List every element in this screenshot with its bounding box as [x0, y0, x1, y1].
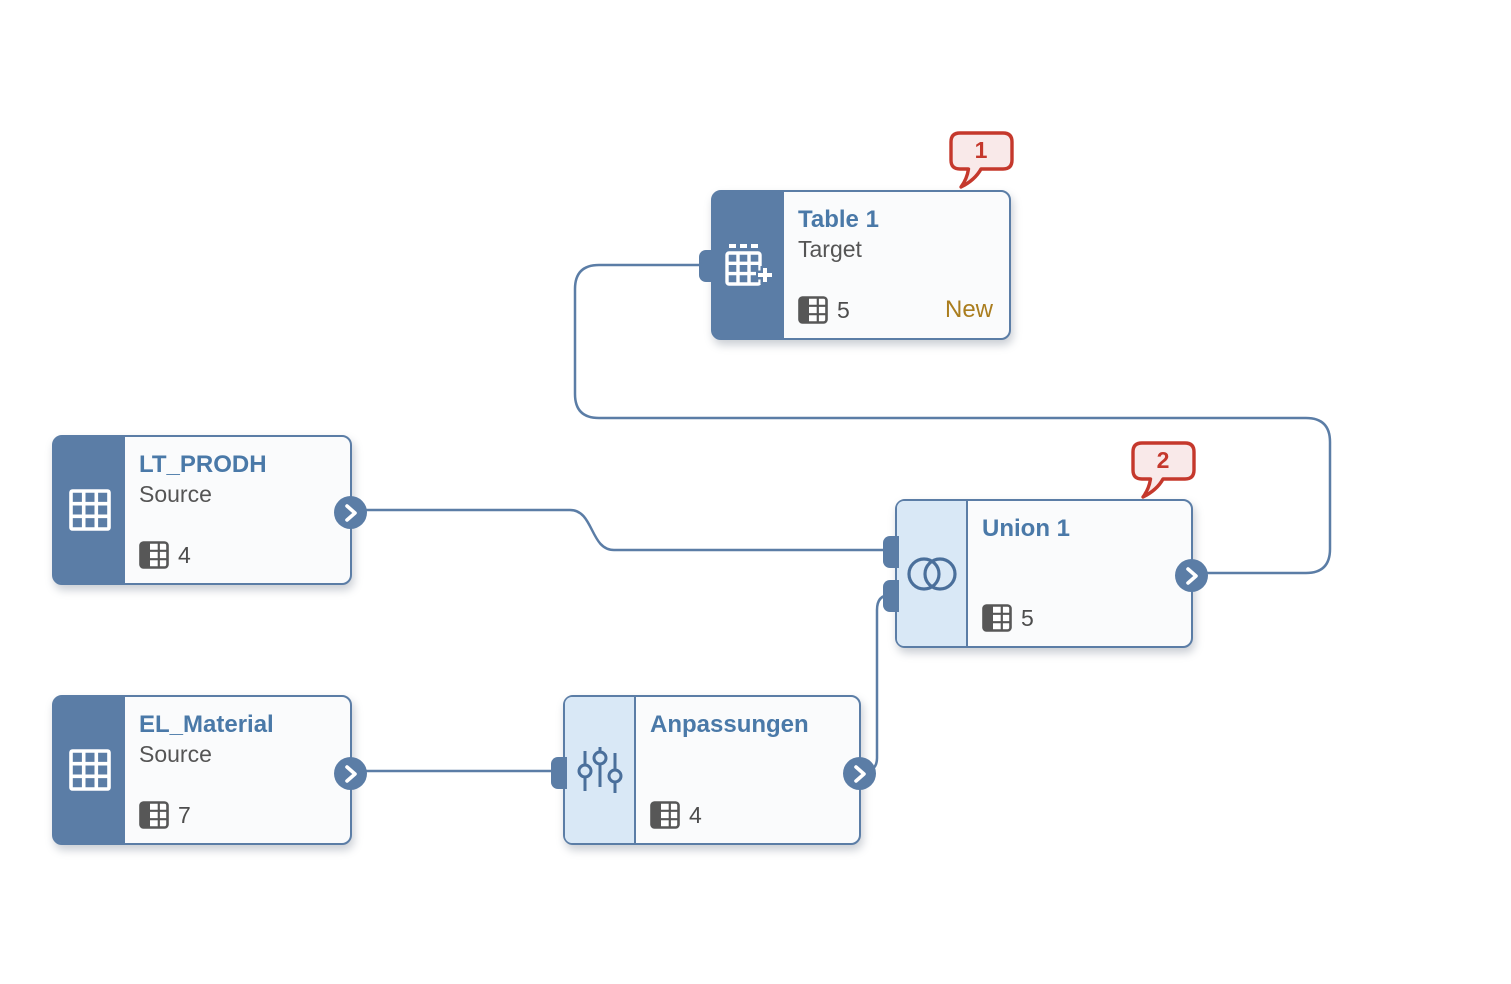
node-subtitle: Source: [139, 741, 212, 767]
badge-number: 1: [974, 137, 988, 163]
columns-count-icon: [982, 604, 1012, 632]
node-title: Table 1: [798, 206, 879, 233]
node-table1[interactable]: Table 1 Target 5 New: [699, 190, 1011, 340]
column-count: 5: [1021, 604, 1034, 631]
chevron-right-icon: [1185, 566, 1198, 585]
node-subtitle: Source: [139, 481, 212, 507]
speech-bubble-icon: [949, 131, 1014, 189]
node-title: Anpassungen: [650, 711, 809, 738]
node-union1-output-port[interactable]: [1175, 559, 1208, 592]
node-table1-input-port[interactable]: [699, 250, 715, 282]
node-subtitle: Target: [798, 236, 862, 262]
table-grid-icon: [68, 489, 111, 531]
speech-bubble-icon: [1131, 441, 1196, 499]
node-el-material-output-port[interactable]: [334, 757, 367, 790]
column-count: 4: [689, 801, 702, 828]
node-anpassungen-output-port[interactable]: [843, 757, 876, 790]
columns-count-icon: [139, 541, 169, 569]
validation-badge-1[interactable]: 1: [947, 130, 1017, 192]
node-union1-sidebar: [897, 501, 968, 646]
sliders-icon: [577, 747, 622, 793]
node-anpassungen-input-port[interactable]: [551, 757, 567, 789]
union-icon: [906, 556, 957, 591]
column-count: 4: [178, 541, 191, 568]
node-title: LT_PRODH: [139, 451, 267, 478]
edge-ltprodh-union[interactable]: [352, 508, 886, 552]
column-count: 7: [178, 801, 191, 828]
node-title: EL_Material: [139, 711, 274, 738]
node-lt-prodh-sidebar: [54, 437, 125, 583]
status-badge: New: [944, 296, 993, 323]
node-union1-input-port-2[interactable]: [883, 580, 899, 612]
node-subtitle: [982, 544, 1175, 554]
column-count: 5: [837, 296, 850, 323]
chevron-right-icon: [344, 503, 357, 522]
columns-count-icon: [650, 801, 680, 829]
table-grid-icon: [68, 749, 111, 791]
node-el-material-sidebar: [54, 697, 125, 843]
node-title: Union 1: [982, 515, 1070, 542]
node-lt-prodh-output-port[interactable]: [334, 496, 367, 529]
table-add-icon: [724, 244, 774, 286]
node-union1-input-port-1[interactable]: [883, 536, 899, 568]
badge-number: 2: [1156, 447, 1170, 473]
chevron-right-icon: [344, 764, 357, 783]
validation-badge-2[interactable]: 2: [1129, 440, 1199, 502]
chevron-right-icon: [853, 764, 866, 783]
node-anpassungen-sidebar: [565, 697, 636, 843]
node-table1-sidebar: [713, 192, 784, 338]
node-subtitle: [650, 740, 843, 750]
columns-count-icon: [139, 801, 169, 829]
columns-count-icon: [798, 296, 828, 324]
edge-anpassungen-union[interactable]: [860, 593, 891, 773]
edge-union-table1[interactable]: [573, 263, 1332, 575]
node-anpassungen[interactable]: Anpassungen 4: [551, 695, 876, 845]
node-union1[interactable]: Union 1 5: [883, 499, 1208, 648]
node-lt-prodh[interactable]: LT_PRODH Source 4: [52, 435, 367, 585]
node-el-material[interactable]: EL_Material Source 7: [52, 695, 367, 845]
